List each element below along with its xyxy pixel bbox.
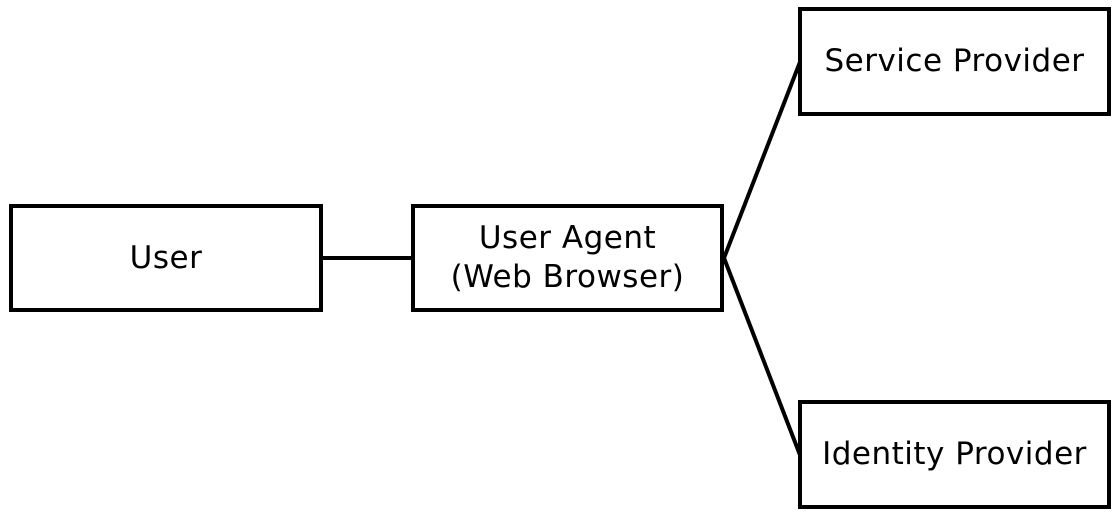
user-agent-node-label-line2: (Web Browser) [450,259,685,295]
edge-user-agent-to-identity-provider [722,257,802,456]
user-agent-node: User Agent (Web Browser) [411,204,724,312]
user-node-label: User [129,239,203,276]
identity-provider-node: Identity Provider [798,400,1111,509]
user-node: User [9,204,323,312]
service-provider-node-label: Service Provider [824,43,1085,79]
identity-provider-node-label: Identity Provider [822,436,1087,472]
user-agent-node-label-line1: User Agent [478,220,657,256]
edge-user-agent-to-service-provider [722,61,802,259]
service-provider-node: Service Provider [798,7,1111,116]
